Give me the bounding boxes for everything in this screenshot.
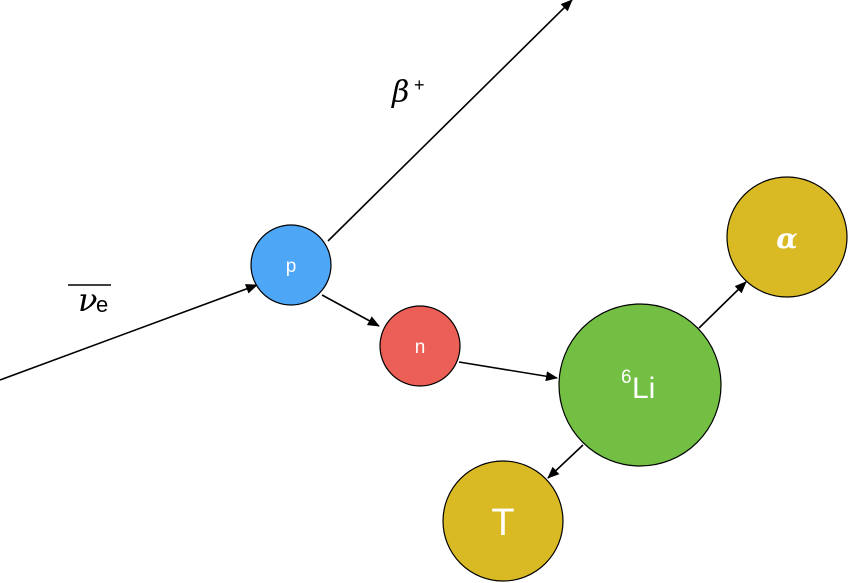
triton-particle: T: [442, 460, 564, 582]
antineutrino-arrow: [0, 284, 258, 381]
beta-superscript: +: [414, 75, 425, 95]
proton-to-neutron-arrow: [321, 294, 380, 327]
beta-arrow: [327, 0, 573, 242]
beta-symbol: β: [391, 75, 409, 110]
lithium-to-triton-arrow: [547, 444, 584, 479]
proton-circle: [250, 224, 332, 306]
alpha-label: α: [776, 222, 798, 255]
lithium-to-alpha-arrow: [698, 281, 747, 329]
neutron-to-lithium-arrow: [458, 361, 558, 382]
proton-particle: p: [250, 224, 332, 306]
lithium-circle: [558, 303, 722, 467]
alpha-particle: α: [726, 176, 848, 298]
antineutrino-label: ν e: [68, 281, 111, 319]
neutron-circle: [379, 305, 461, 387]
neutron-label: n: [415, 337, 426, 358]
alpha-circle: [726, 176, 848, 298]
triton-label: T: [491, 502, 514, 544]
neutron-particle: n: [379, 305, 461, 387]
triton-circle: [442, 460, 564, 582]
proton-label: p: [286, 256, 297, 277]
lithium-6-particle: 6 Li: [558, 303, 722, 467]
antineutrino-symbol: ν: [78, 281, 97, 319]
lithium-mass-number: 6: [621, 367, 632, 388]
lithium-label: Li: [632, 372, 655, 405]
beta-plus-label: β +: [391, 75, 425, 110]
antineutrino-subscript: e: [96, 292, 108, 317]
